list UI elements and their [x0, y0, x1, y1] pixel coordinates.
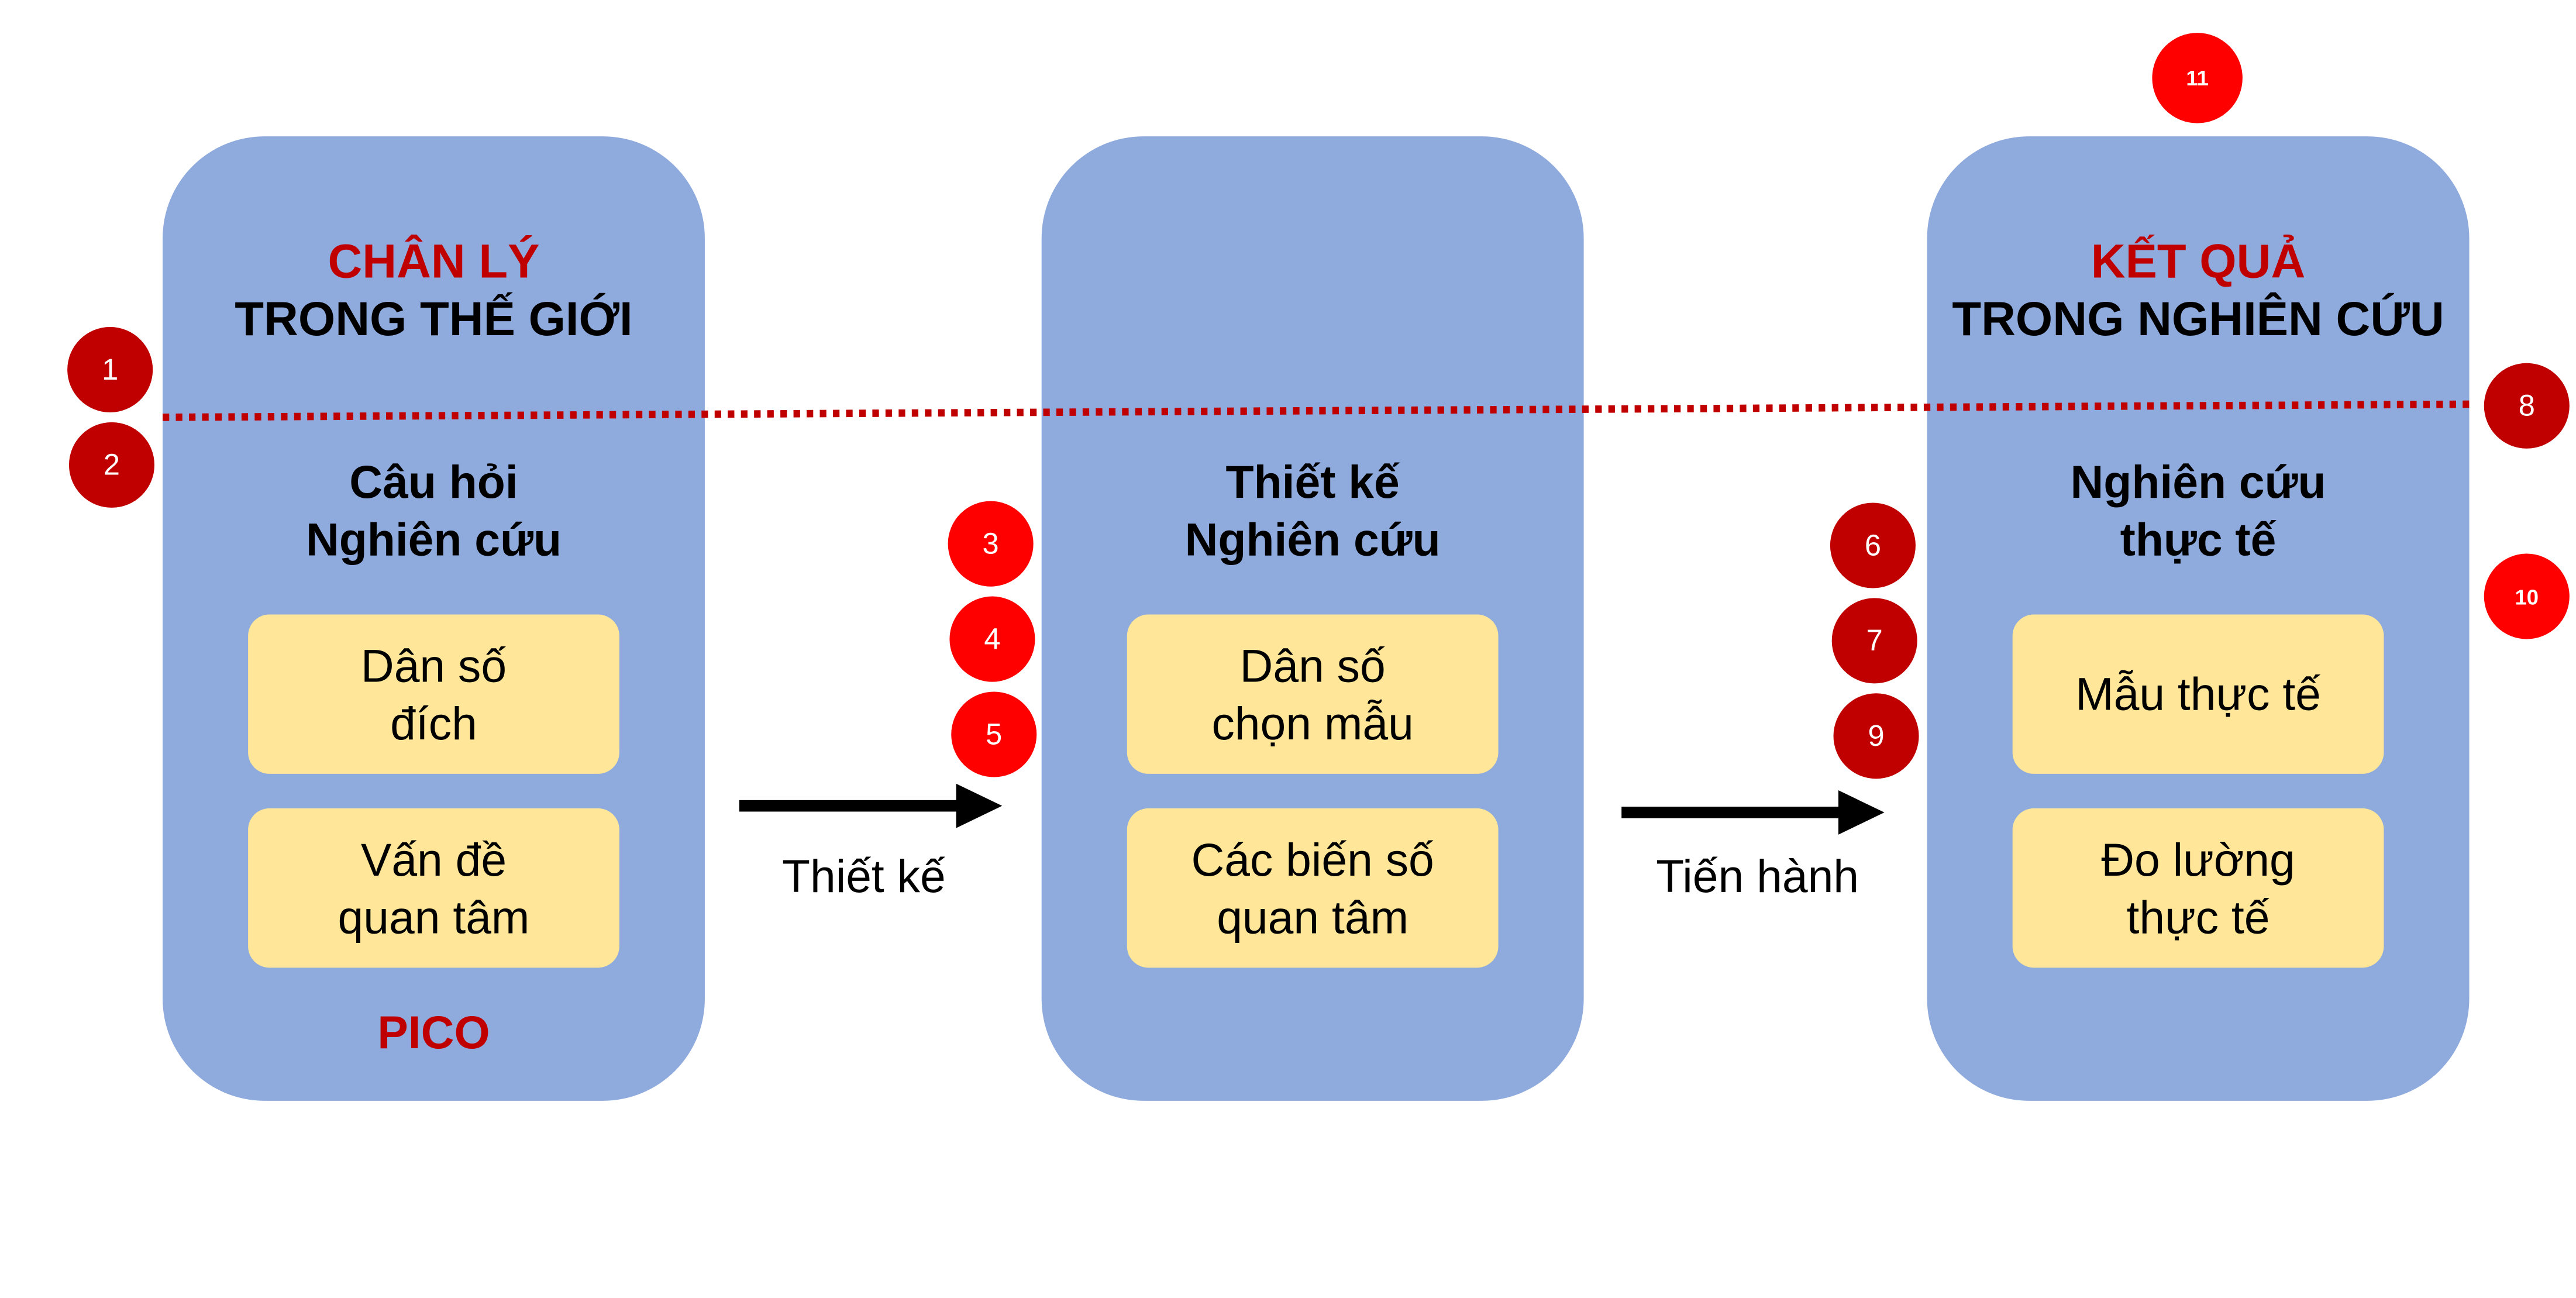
arrow-shaft — [739, 800, 958, 812]
number-badge-7: 7 — [1831, 598, 1917, 684]
column-study-results: KẾT QUẢ TRONG NGHIÊN CỨU Nghiên cứu thực… — [1927, 136, 2470, 1101]
box-actual-measurement: Đo lường thực tế — [2012, 808, 2384, 968]
heading-black-text: TRONG NGHIÊN CỨU — [1952, 294, 2444, 347]
box-target-population: Dân số đích — [248, 614, 619, 774]
arrow-conduct — [1621, 790, 1885, 835]
arrow-shaft — [1621, 807, 1840, 818]
column-heading: CHÂN LÝ TRONG THẾ GIỚI — [163, 235, 705, 350]
box-line-1: Mẫu thực tế — [2075, 669, 2321, 720]
subtitle-line-2: Nghiên cứu — [1184, 514, 1441, 566]
box-line-2: thực tế — [2126, 891, 2270, 942]
box-variables-of-interest: Các biến số quan tâm — [1127, 808, 1499, 968]
column-truth-in-world: CHÂN LÝ TRONG THẾ GIỚI Câu hỏi Nghiên cứ… — [163, 136, 705, 1101]
subtitle-line-1: Câu hỏi — [349, 456, 518, 508]
number-badge-3: 3 — [948, 501, 1034, 587]
box-line-1: Đo lường — [2101, 834, 2295, 885]
number-badge-2: 2 — [68, 422, 155, 508]
box-line-1: Dân số — [1239, 639, 1386, 691]
pico-label: PICO — [377, 1007, 490, 1058]
box-line-2: đích — [390, 697, 477, 749]
arrow-head — [956, 783, 1003, 828]
box-line-1: Các biến số — [1191, 834, 1434, 885]
arrow-head — [1838, 790, 1885, 835]
box-line-2: quan tâm — [1217, 891, 1409, 942]
column-subtitle: Câu hỏi Nghiên cứu — [163, 453, 705, 569]
box-line-2: chọn mẫu — [1211, 697, 1414, 749]
number-badge-6: 6 — [1830, 502, 1916, 588]
box-line-1: Vấn đề — [360, 834, 507, 885]
number-badge-9: 9 — [1833, 693, 1919, 779]
number-badge-4: 4 — [949, 596, 1035, 682]
box-line-1: Dân số — [360, 639, 507, 691]
subtitle-line-2: Nghiên cứu — [305, 514, 562, 566]
box-line-2: quan tâm — [338, 891, 530, 942]
subtitle-line-1: Nghiên cứu — [2070, 456, 2326, 508]
heading-red-text: CHÂN LÝ — [328, 236, 540, 290]
subtitle-line-2: thực tế — [2120, 514, 2277, 566]
number-badge-8: 8 — [2484, 363, 2570, 449]
subtitle-line-1: Thiết kế — [1225, 456, 1400, 508]
number-badge-10: 10 — [2484, 553, 2570, 639]
column-study-design: Thiết kế Nghiên cứu Dân số chọn mẫu Các … — [1041, 136, 1584, 1101]
column-subtitle: Nghiên cứu thực tế — [1927, 453, 2470, 569]
number-badge-1: 1 — [67, 326, 153, 412]
box-actual-sample: Mẫu thực tế — [2012, 614, 2384, 774]
box-issue-of-interest: Vấn đề quan tâm — [248, 808, 619, 968]
number-badge-5: 5 — [951, 691, 1037, 777]
column-subtitle: Thiết kế Nghiên cứu — [1042, 453, 1584, 569]
heading-black-text: TRONG THẾ GIỚI — [235, 294, 633, 347]
dotted-divider-line — [163, 400, 2473, 421]
heading-red-text: KẾT QUẢ — [2091, 236, 2306, 290]
column-heading: KẾT QUẢ TRONG NGHIÊN CỨU — [1927, 235, 2470, 350]
arrow-label-design: Thiết kế — [781, 851, 946, 902]
arrow-design — [739, 783, 1003, 828]
box-sampled-population: Dân số chọn mẫu — [1127, 614, 1499, 774]
arrow-label-conduct: Tiến hành — [1656, 851, 1859, 902]
number-badge-11: 11 — [2152, 33, 2243, 123]
